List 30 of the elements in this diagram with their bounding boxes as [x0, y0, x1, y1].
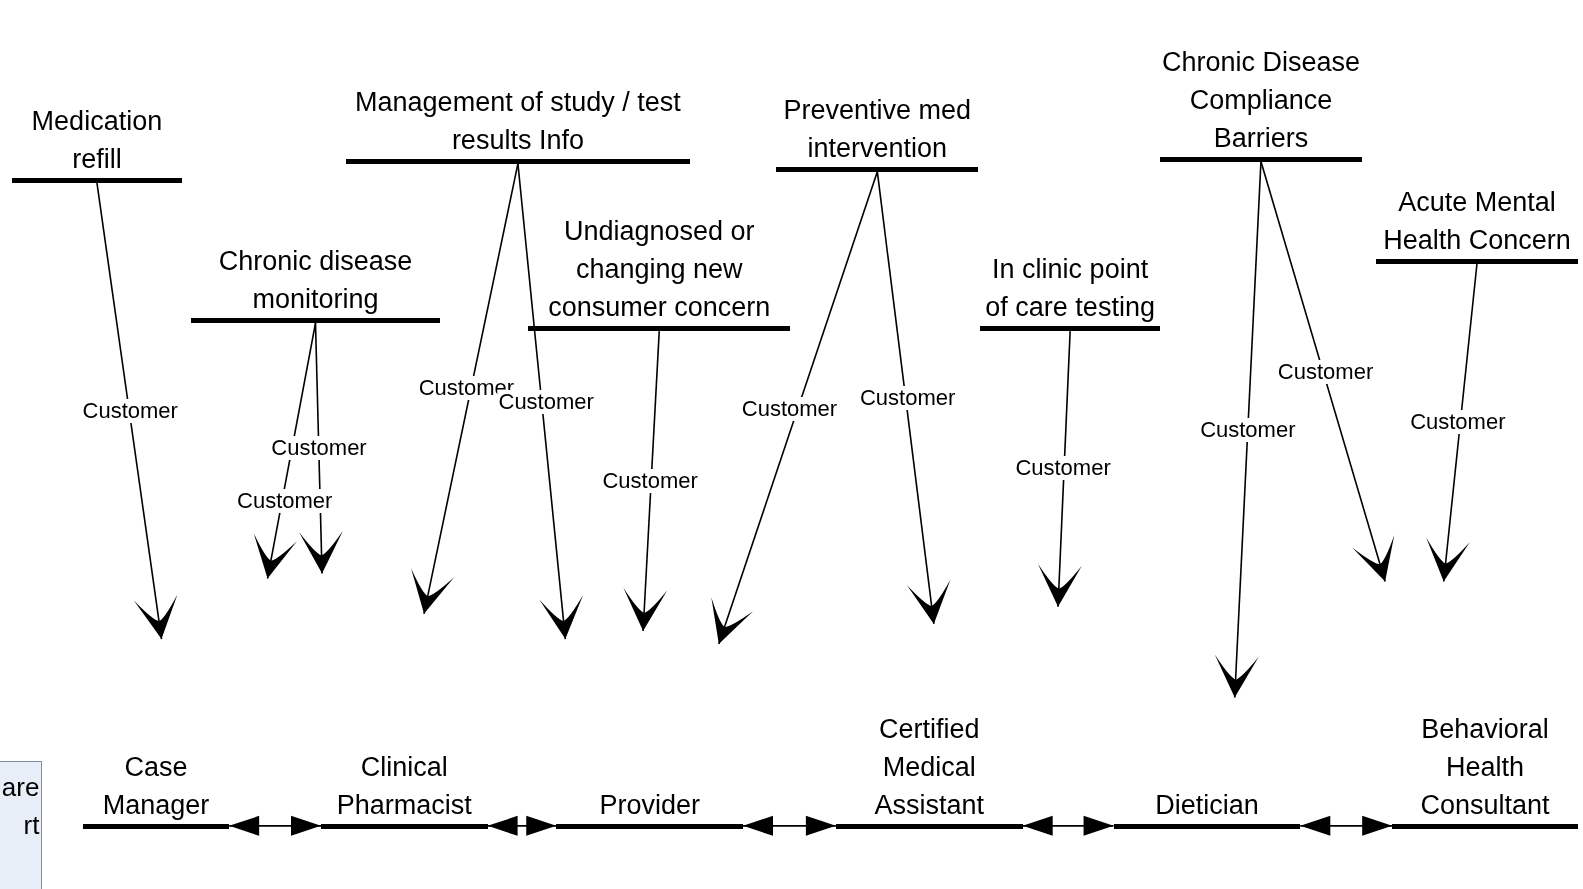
edge-label: Customer — [1276, 359, 1375, 384]
arrow — [1299, 815, 1393, 836]
arrow — [742, 815, 837, 836]
arrow — [228, 815, 322, 836]
underlined-heading: Behavioral Health Consultant — [1392, 709, 1578, 829]
underlined-heading: Case Manager — [82, 747, 230, 829]
underlined-heading: Acute Mental Health Concern — [1376, 182, 1578, 264]
edge-label: Customer — [601, 468, 699, 493]
edge-label: Customer — [1409, 410, 1507, 434]
edge-label: Customer — [236, 488, 334, 513]
underlined-heading: In clinic point of care testing — [980, 250, 1160, 332]
underlined-heading: Chronic disease monitoring — [190, 242, 441, 324]
arrow — [1021, 815, 1115, 836]
underlined-heading: Clinical Pharmacist — [321, 747, 488, 829]
underlined-heading: Provider — [556, 785, 744, 829]
underlined-heading: Undiagnosed or changing new consumer concern — [528, 212, 791, 332]
edge-label: Customer — [81, 398, 179, 423]
edge-label: Customer — [270, 436, 368, 461]
underlined-heading: Chronic Disease Compliance Barriers — [1160, 42, 1362, 162]
edge-label: Customer — [858, 385, 957, 410]
partial-box: are rt — [0, 761, 43, 889]
edge-label: Customer — [740, 396, 839, 421]
edge-label: Customer — [1014, 456, 1112, 481]
edge-label: Customer — [1199, 418, 1297, 443]
underlined-heading: Preventive med intervention — [776, 90, 979, 172]
underlined-heading: Medication refill — [12, 101, 182, 183]
arrow — [486, 815, 558, 836]
underlined-heading: Management of study / test results Info — [346, 82, 690, 164]
underlined-heading: Certified Medical Assistant — [835, 709, 1023, 829]
underlined-heading: Dietician — [1113, 785, 1301, 829]
